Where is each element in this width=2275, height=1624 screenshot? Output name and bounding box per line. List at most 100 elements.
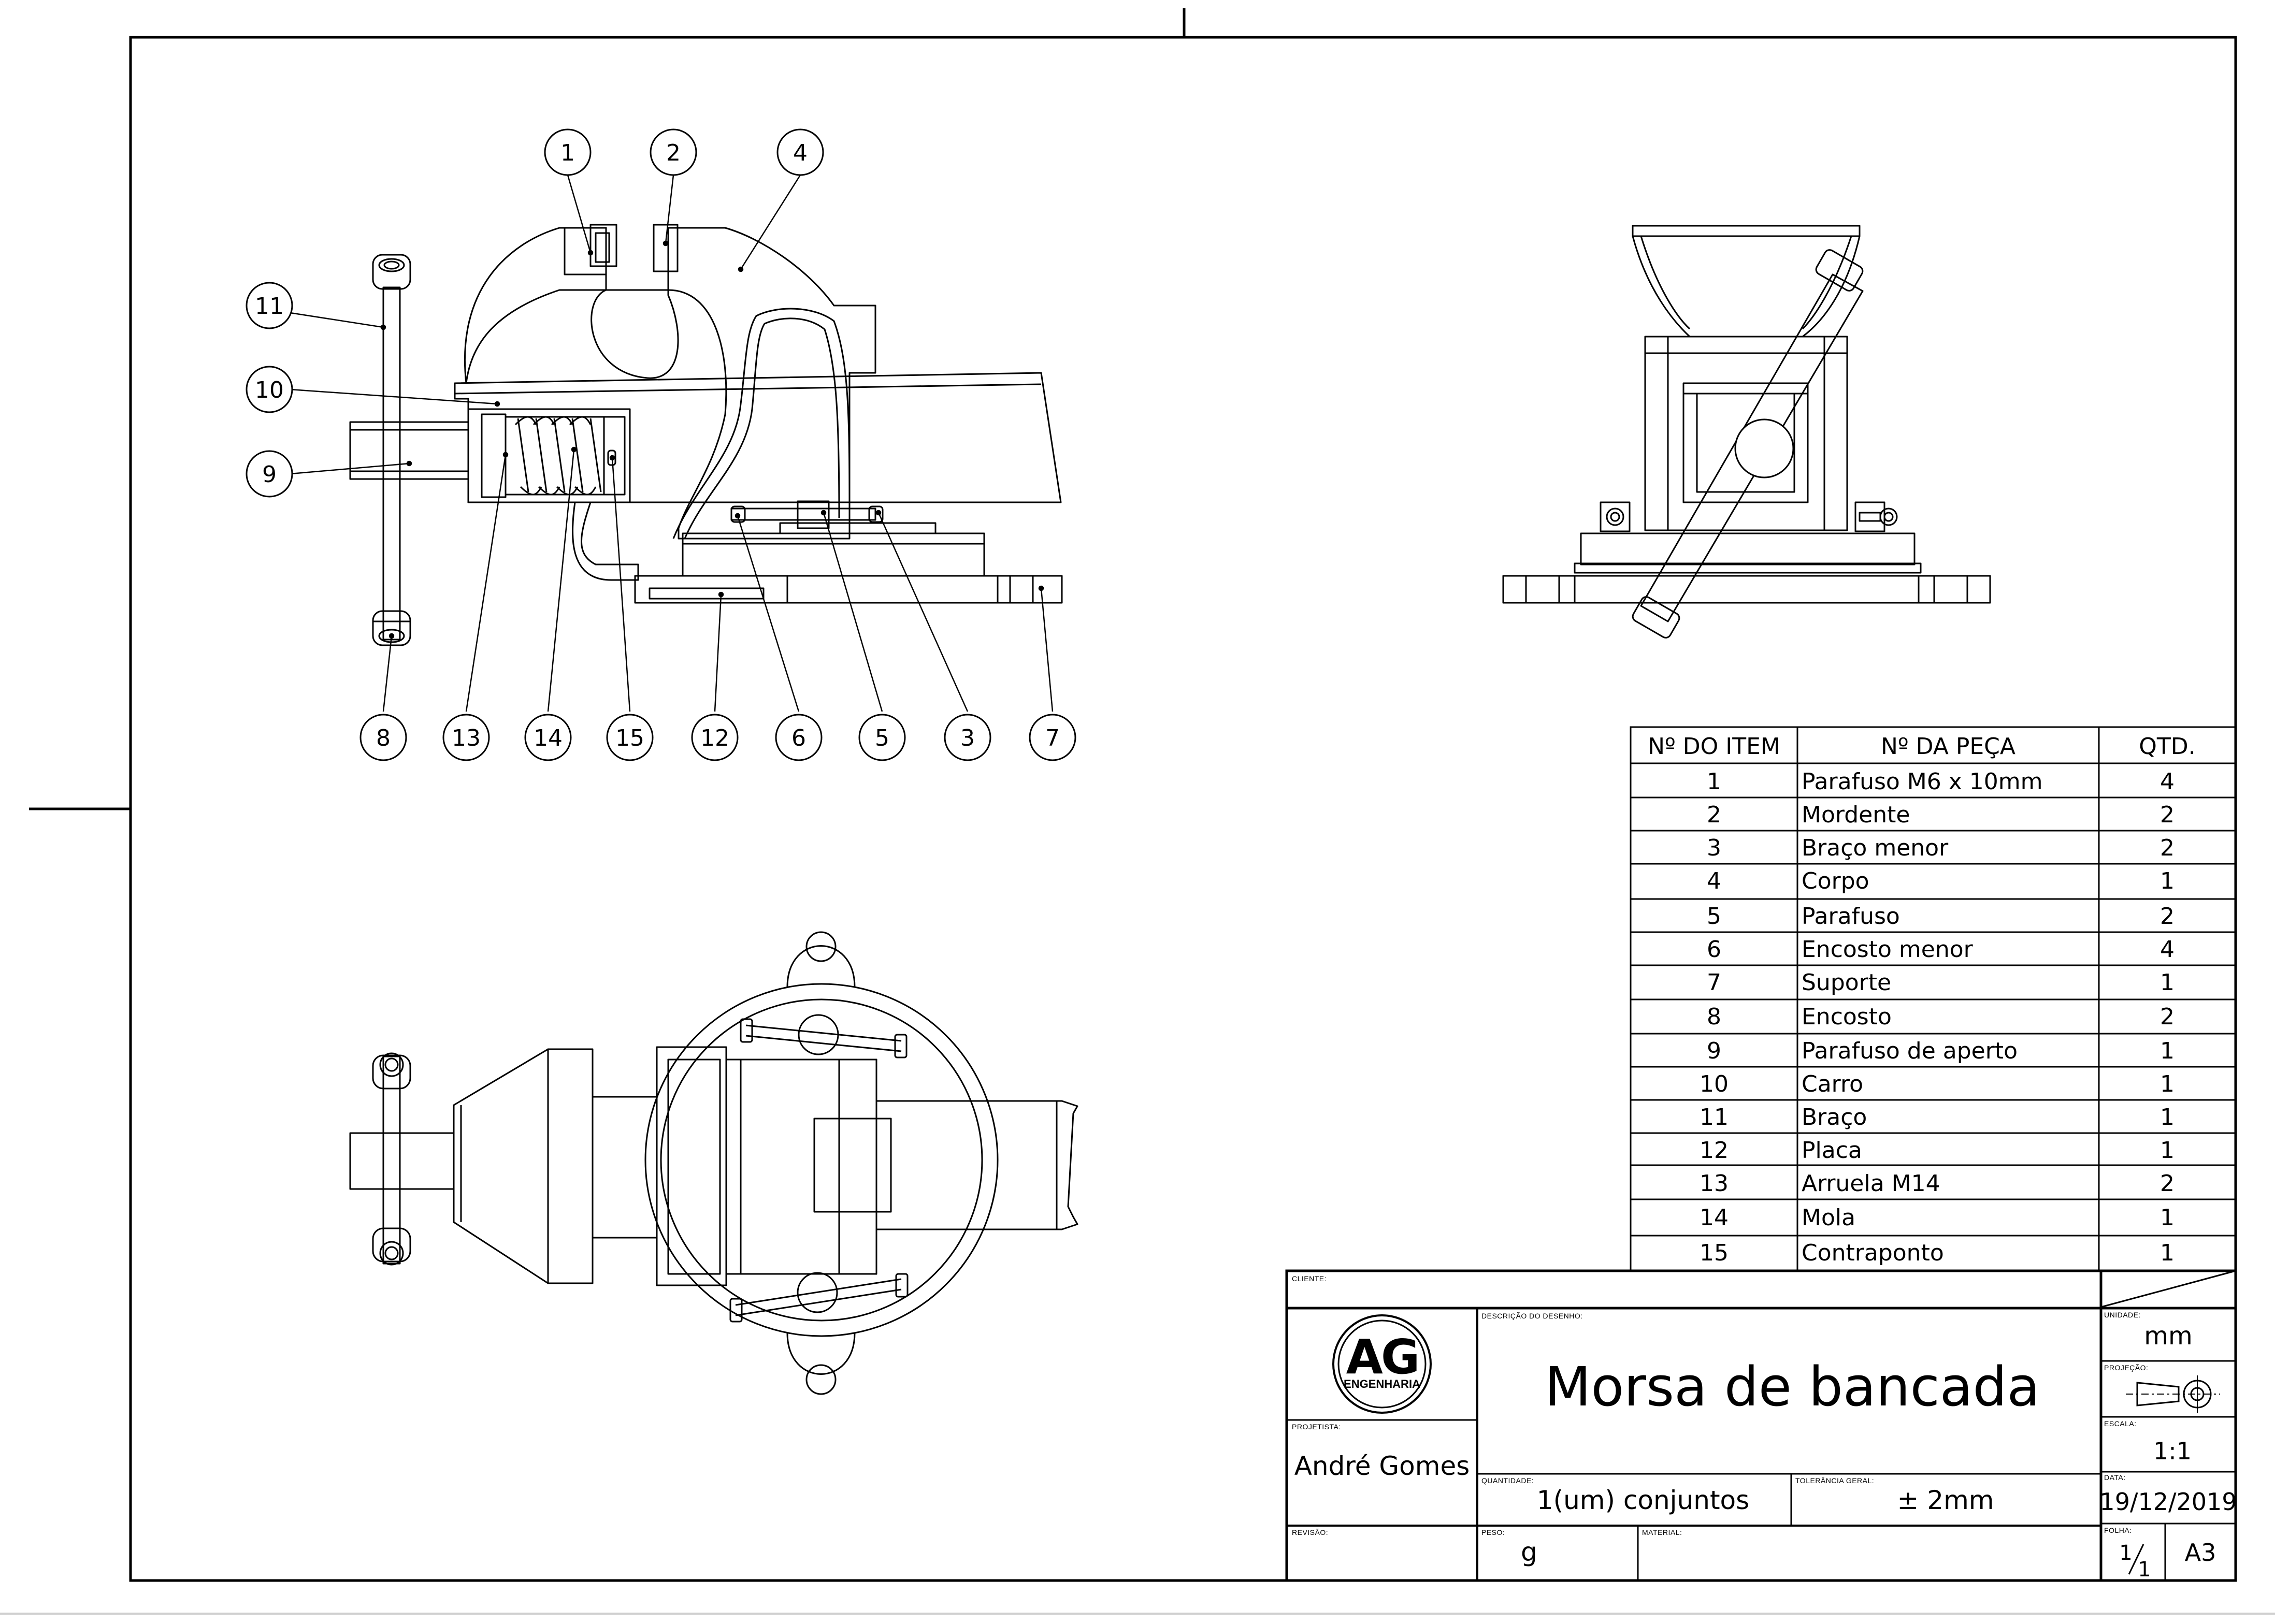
- balloon-7: 7: [1045, 725, 1060, 751]
- jaw-left: [564, 227, 607, 276]
- jaw-right: [653, 224, 679, 272]
- title-block-text: CLIENTE: DESCRIÇÃO DO DESENHO: PROJETIST…: [1292, 1274, 2237, 1582]
- bom-qty: 1: [2160, 1038, 2175, 1064]
- bom-qty: 1: [2160, 1104, 2175, 1130]
- weight-value: g: [1521, 1537, 1537, 1567]
- sheet-number: 1: [2119, 1541, 2132, 1565]
- designer-name: André Gomes: [1294, 1451, 1470, 1481]
- bom-part: Carro: [1802, 1071, 1863, 1097]
- bom-item: 2: [1707, 802, 1721, 828]
- bom-text: Nº DO ITEM Nº DA PEÇA QTD. 1 Parafuso M6…: [1648, 733, 2196, 1266]
- label-scale: ESCALA:: [2104, 1419, 2137, 1428]
- bom-part: Contraponto: [1802, 1240, 1944, 1266]
- bom-item: 13: [1700, 1170, 1729, 1197]
- logo-text: AG: [1346, 1329, 1418, 1385]
- label-revision: REVISÃO:: [1292, 1528, 1328, 1536]
- label-material: MATERIAL:: [1642, 1528, 1682, 1536]
- paper-size: A3: [2185, 1539, 2216, 1567]
- balloon-6: 6: [791, 725, 806, 751]
- bom-qty: 4: [2160, 936, 2175, 963]
- bom-qty: 2: [2160, 903, 2175, 930]
- bom-qty: 1: [2160, 868, 2175, 894]
- spring: [514, 416, 602, 496]
- bom-header-item: Nº DO ITEM: [1648, 733, 1780, 760]
- bom-qty: 4: [2160, 769, 2175, 795]
- bom-part: Suporte: [1802, 969, 1891, 996]
- bom-item: 5: [1707, 903, 1721, 930]
- logo-subtext: ENGENHARIA: [1344, 1378, 1420, 1390]
- bom-item: 4: [1707, 868, 1721, 894]
- quantity-value: 1(um) conjuntos: [1537, 1485, 1749, 1515]
- bom-item: 15: [1700, 1240, 1729, 1266]
- bom-qty: 1: [2160, 1205, 2175, 1231]
- bom-qty: 2: [2160, 1170, 2175, 1197]
- vise-body: [464, 227, 876, 540]
- projection-symbol-icon: [2126, 1375, 2220, 1413]
- balloon-5: 5: [875, 725, 889, 751]
- bom-part: Mordente: [1802, 802, 1910, 828]
- balloon-14: 14: [534, 725, 563, 751]
- bom-qty: 1: [2160, 1240, 2175, 1266]
- carriage: [454, 372, 1062, 581]
- balloon-13: 13: [452, 725, 481, 751]
- label-client: CLIENTE:: [1292, 1274, 1327, 1283]
- balloon-1: 1: [560, 140, 575, 166]
- bom-qty: 2: [2160, 802, 2175, 828]
- bom-part: Parafuso: [1802, 903, 1900, 930]
- label-date: DATA:: [2104, 1473, 2126, 1482]
- bom-table: [1630, 726, 2237, 1272]
- bom-item: 10: [1700, 1071, 1729, 1097]
- bom-item: 11: [1700, 1104, 1729, 1130]
- tolerance-value: ± 2mm: [1897, 1485, 1994, 1515]
- bom-part: Arruela M14: [1802, 1170, 1940, 1197]
- bom-qty: 2: [2160, 1004, 2175, 1030]
- bom-part: Encosto: [1802, 1004, 1892, 1030]
- bom-item: 14: [1700, 1205, 1729, 1231]
- bom-header-part: Nº DA PEÇA: [1881, 733, 2015, 760]
- balloon-9: 9: [262, 461, 277, 488]
- company-logo: [1332, 1314, 1432, 1414]
- bom-item: 6: [1707, 936, 1721, 963]
- balloon-3: 3: [960, 725, 975, 751]
- label-unit: UNIDADE:: [2104, 1311, 2141, 1319]
- bom-qty: 1: [2160, 1071, 2175, 1097]
- side-view: [1502, 225, 1991, 639]
- balloon-2: 2: [666, 140, 681, 166]
- bom-qty: 1: [2160, 969, 2175, 996]
- balloon-4: 4: [793, 140, 808, 166]
- balloon-15: 15: [615, 725, 644, 751]
- balloons: [246, 128, 1076, 761]
- drawing-title: Morsa de bancada: [1545, 1355, 2040, 1418]
- leader-lines: [290, 175, 1054, 712]
- balloon-labels: 1 2 3 4 5 6 7 8 9 10 11 12 13 14 15: [255, 140, 1060, 751]
- label-projection: PROJEÇÃO:: [2104, 1364, 2148, 1372]
- bom-part: Mola: [1802, 1205, 1855, 1231]
- bom-item: 9: [1707, 1038, 1721, 1064]
- balloon-8: 8: [376, 725, 391, 751]
- date-value: 19/12/2019: [2099, 1488, 2237, 1516]
- bom-part: Encosto menor: [1802, 936, 1974, 963]
- bom-part: Placa: [1802, 1137, 1862, 1164]
- balloon-11: 11: [255, 293, 284, 320]
- label-quantity: QUANTIDADE:: [1481, 1476, 1534, 1485]
- bom-item: 8: [1707, 1004, 1721, 1030]
- bom-qty: 1: [2160, 1137, 2175, 1164]
- side-handle-bar: [1640, 273, 1864, 622]
- sheet-total: 1: [2138, 1558, 2151, 1582]
- label-tolerance: TOLERÂNCIA GERAL:: [1795, 1476, 1874, 1485]
- label-sheet: FOLHA:: [2104, 1526, 2132, 1534]
- scale-value: 1:1: [2153, 1437, 2192, 1465]
- top-view: [349, 931, 1078, 1395]
- label-weight: PESO:: [1481, 1528, 1505, 1536]
- bom-part: Parafuso M6 x 10mm: [1802, 769, 2042, 795]
- title-block: [1285, 1269, 2237, 1582]
- bom-item: 12: [1700, 1137, 1729, 1164]
- bom-header-qty: QTD.: [2139, 733, 2195, 760]
- bom-item: 1: [1707, 769, 1721, 795]
- bom-item: 3: [1707, 835, 1721, 861]
- unit-value: mm: [2144, 1322, 2193, 1351]
- label-description: DESCRIÇÃO DO DESENHO:: [1481, 1312, 1583, 1320]
- bom-item: 7: [1707, 969, 1721, 996]
- bom-qty: 2: [2160, 835, 2175, 861]
